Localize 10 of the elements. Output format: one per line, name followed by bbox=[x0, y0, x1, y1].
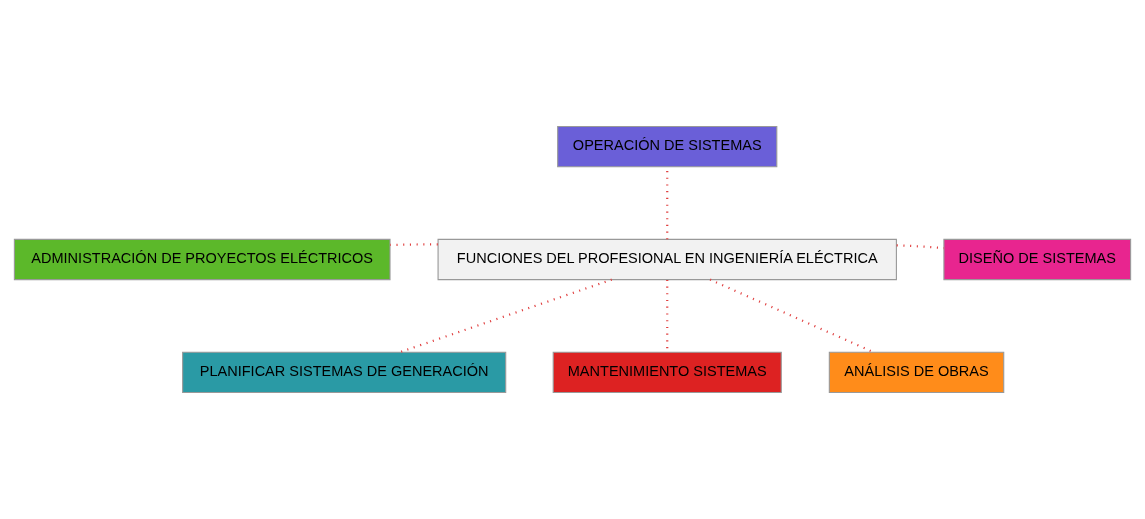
node-box: FUNCIONES DEL PROFESIONAL EN INGENIERÍA ELÉCTRICA bbox=[437, 238, 897, 281]
node-box: OPERACIÓN DE SISTEMAS bbox=[557, 125, 778, 168]
node-box: ANÁLISIS DE OBRAS bbox=[828, 351, 1005, 394]
node-box: PLANIFICAR SISTEMAS DE GENERACIÓN bbox=[182, 351, 507, 394]
connector bbox=[709, 278, 874, 354]
node-box: ADMINISTRACIÓN DE PROYECTOS ELÉCTRICOS bbox=[13, 238, 391, 281]
node-box: MANTENIMIENTO SISTEMAS bbox=[552, 351, 782, 394]
connector bbox=[399, 278, 613, 354]
node-box: DISEÑO DE SISTEMAS bbox=[943, 238, 1132, 281]
connector bbox=[390, 243, 438, 247]
